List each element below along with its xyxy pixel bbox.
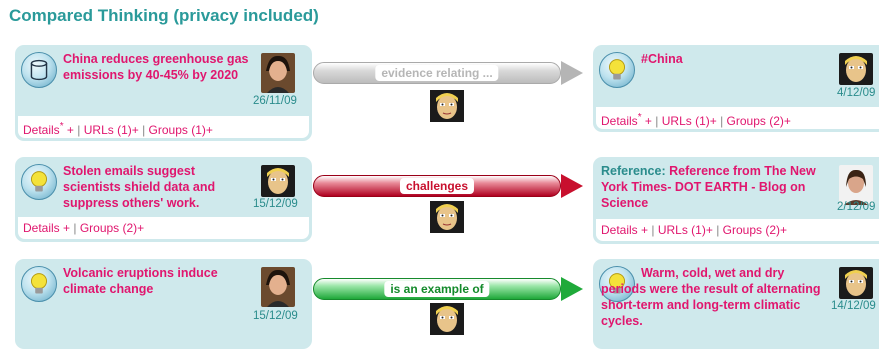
node-date: 26/11/09: [253, 95, 297, 107]
node-date: 2/12/09: [837, 201, 876, 213]
connection-link-1[interactable]: evidence relating ...: [313, 61, 598, 86]
details-link[interactable]: Details* +: [23, 121, 74, 137]
node-title[interactable]: Stolen emails suggest scientists shield …: [63, 164, 216, 210]
node-date: 15/12/09: [253, 198, 298, 210]
link-bar: challenges: [313, 175, 561, 197]
avatar-cartoon[interactable]: [430, 303, 464, 335]
reference-text: Reference from The New York Times- DOT E…: [601, 164, 816, 210]
node-footer: Details + | URLs (1)+ | Groups (2)+: [596, 219, 879, 241]
node-date: 15/12/09: [253, 310, 298, 322]
urls-link[interactable]: URLs (1)+: [657, 223, 713, 237]
lightbulb-icon: [599, 52, 635, 88]
idea-node-target-1[interactable]: #China 4/12/09 Details* + | URLs (1)+ | …: [593, 45, 879, 132]
avatar-cartoon[interactable]: [261, 165, 295, 197]
connection-link-2[interactable]: challenges: [313, 174, 598, 199]
arrow-right-icon: [561, 277, 583, 301]
arrow-right-icon: [561, 61, 583, 85]
lightbulb-icon: [599, 266, 635, 302]
link-label: is an example of: [384, 281, 490, 297]
node-date: 14/12/09: [831, 300, 876, 312]
groups-link[interactable]: Groups (2)+: [726, 114, 791, 128]
node-title[interactable]: #China: [641, 52, 683, 66]
avatar-cartoon[interactable]: [430, 201, 464, 233]
reference-lead: Reference:: [601, 164, 666, 178]
node-title[interactable]: Reference: Reference from The New York T…: [601, 163, 821, 211]
node-footer: Details + | Groups (2)+: [18, 217, 309, 239]
details-link[interactable]: Details +: [601, 223, 649, 237]
urls-link[interactable]: URLs (1)+: [661, 114, 717, 128]
link-bar: evidence relating ...: [313, 62, 561, 84]
node-title[interactable]: Warm, cold, wet and dry periods were the…: [601, 266, 821, 328]
node-footer: Details* + | URLs (1)+ | Groups (1)+: [18, 116, 309, 138]
page-title: Compared Thinking (privacy included): [9, 6, 319, 25]
link-label: challenges: [399, 178, 475, 194]
idea-node-source-3[interactable]: Volcanic eruptions induce climate change…: [15, 259, 312, 349]
avatar-woman[interactable]: [261, 267, 295, 307]
groups-link[interactable]: Groups (2)+: [79, 221, 145, 235]
details-link[interactable]: Details* +: [601, 112, 652, 128]
node-title[interactable]: China reduces greenhouse gas emissions b…: [63, 52, 249, 82]
idea-node-target-3[interactable]: Warm, cold, wet and dry periods were the…: [593, 259, 879, 349]
avatar-cartoon[interactable]: [839, 267, 873, 299]
lightbulb-icon: [21, 266, 57, 302]
details-link[interactable]: Details +: [23, 221, 71, 235]
avatar-cartoon[interactable]: [839, 53, 873, 85]
node-title[interactable]: Volcanic eruptions induce climate change: [63, 266, 218, 296]
idea-node-source-1[interactable]: China reduces greenhouse gas emissions b…: [15, 45, 312, 141]
node-date: 4/12/09: [837, 87, 876, 99]
reference-node-target-2[interactable]: Reference: Reference from The New York T…: [593, 157, 879, 244]
lightbulb-icon: [21, 164, 57, 200]
idea-node-source-2[interactable]: Stolen emails suggest scientists shield …: [15, 157, 312, 242]
node-footer: Details* + | URLs (1)+ | Groups (2)+: [596, 107, 879, 129]
link-label: evidence relating ...: [375, 65, 499, 81]
avatar-woman[interactable]: [261, 53, 295, 93]
cylinder-icon: [21, 52, 57, 88]
groups-link[interactable]: Groups (2)+: [722, 223, 787, 237]
link-bar: is an example of: [313, 278, 561, 300]
urls-link[interactable]: URLs (1)+: [83, 123, 139, 137]
groups-link[interactable]: Groups (1)+: [148, 123, 213, 137]
arrow-right-icon: [561, 174, 583, 198]
connection-link-3[interactable]: is an example of: [313, 277, 598, 302]
avatar-woman[interactable]: [839, 165, 873, 205]
avatar-cartoon[interactable]: [430, 90, 464, 122]
